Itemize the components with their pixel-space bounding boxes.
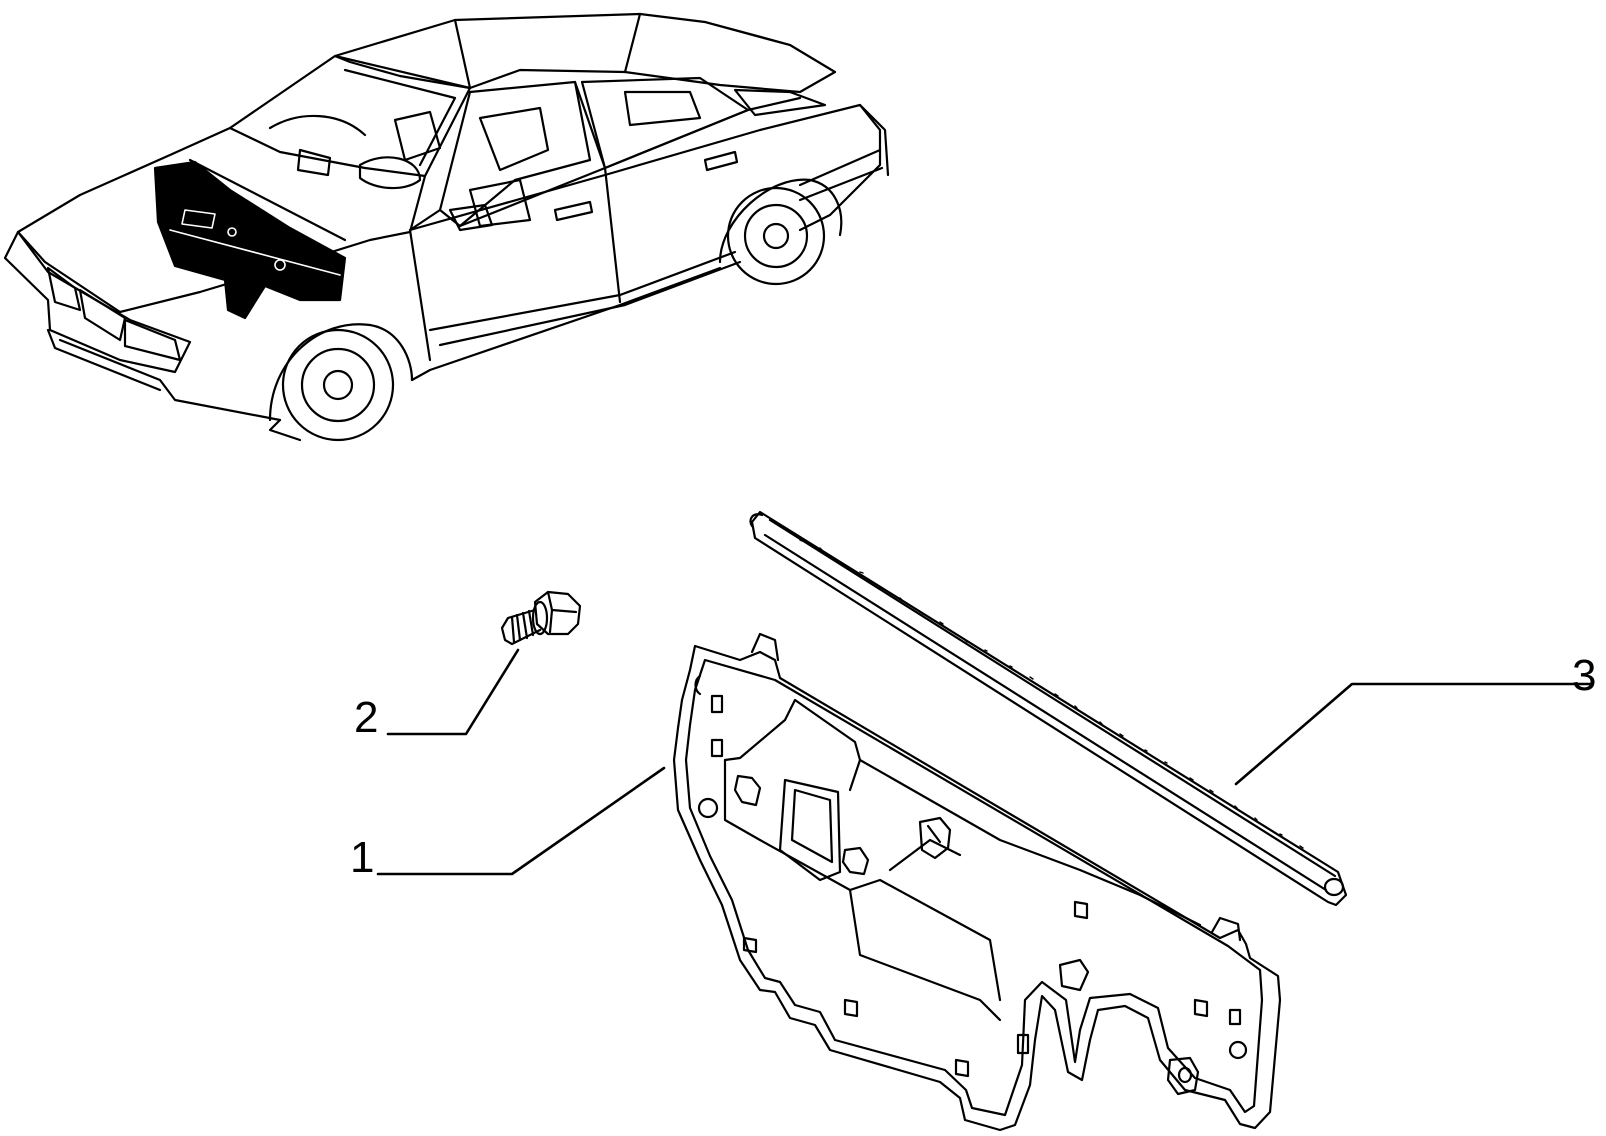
part-3-seal-strip <box>749 510 1348 907</box>
car-overview-drawing <box>3 12 890 442</box>
leader-lines <box>376 648 1592 876</box>
part-1-panel <box>672 632 1282 1132</box>
callout-label-3: 3 <box>1572 651 1597 700</box>
callout-label-1: 1 <box>350 833 375 882</box>
leader-line-3 <box>1234 682 1592 786</box>
part-2-bolt <box>500 590 582 646</box>
leader-line-1 <box>376 766 666 876</box>
leader-line-2 <box>386 648 520 736</box>
highlighted-panel-on-car <box>153 160 347 320</box>
callout-label-2: 2 <box>354 693 379 742</box>
